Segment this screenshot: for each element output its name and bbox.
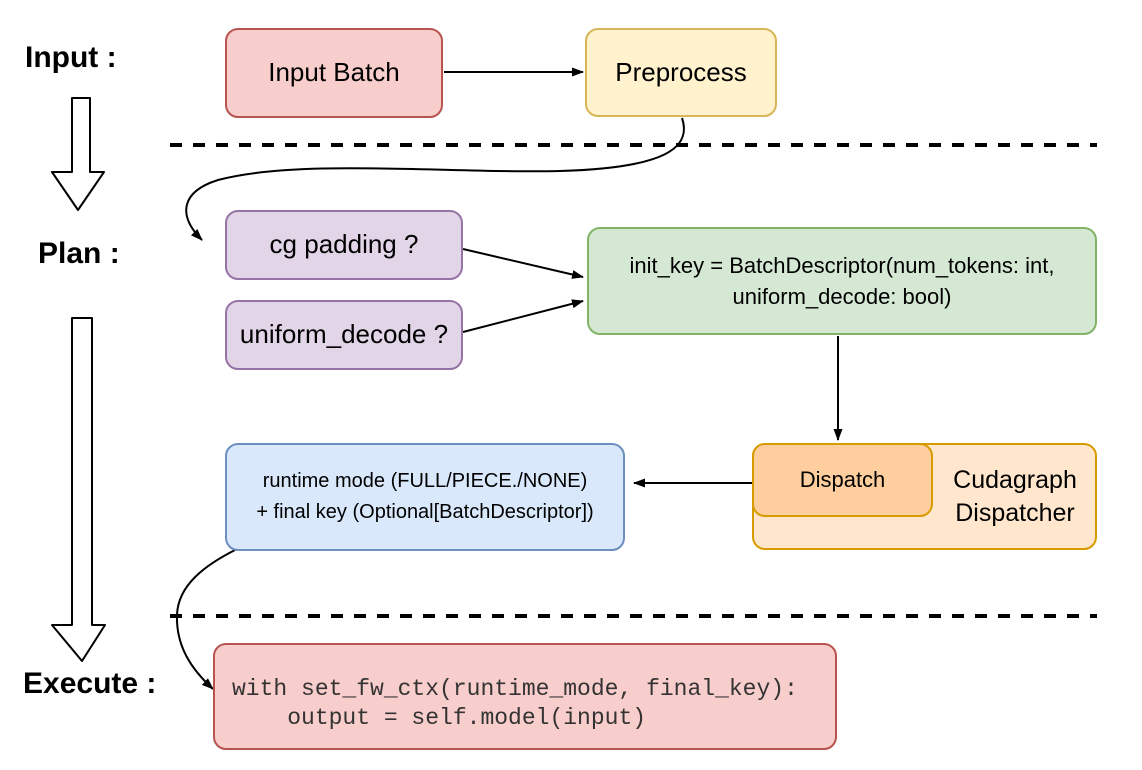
node-uniform-decode-label: uniform_decode ? (239, 319, 449, 350)
input-to-plan-block-arrow-icon (51, 97, 105, 211)
node-cudagraph-line1: Cudagraph (953, 465, 1077, 494)
node-cg-padding-label: cg padding ? (269, 229, 419, 260)
execute-code-line1: with set_fw_ctx(runtime_mode, final_key)… (232, 676, 798, 702)
node-input-batch: Input Batch (225, 28, 443, 118)
node-uniform-decode: uniform_decode ? (225, 300, 463, 370)
node-dispatch: Dispatch (752, 443, 933, 517)
plan-to-execute-block-arrow-icon (51, 317, 106, 662)
arrow-preprocess-to-cgpadding (185, 117, 685, 241)
node-cudagraph-line2: Dispatcher (955, 498, 1075, 527)
node-dispatch-label: Dispatch (799, 466, 886, 492)
lane-label-plan: Plan : (38, 237, 120, 270)
lane-label-input: Input : (25, 41, 117, 74)
node-cudagraph-dispatcher-label: Cudagraph Dispatcher (935, 445, 1095, 548)
node-init-key: init_key = BatchDescriptor(num_tokens: i… (587, 227, 1097, 335)
arrow-runtime-to-execute (175, 548, 238, 690)
node-cg-padding: cg padding ? (225, 210, 463, 280)
node-input-batch-label: Input Batch (268, 57, 400, 88)
arrow-cgpadding-to-initkey (462, 248, 584, 279)
node-preprocess: Preprocess (585, 28, 777, 117)
node-preprocess-label: Preprocess (615, 56, 747, 87)
node-init-key-line2: uniform_decode: bool) (732, 284, 952, 309)
node-runtime-result: runtime mode (FULL/PIECE./NONE) + final … (225, 443, 625, 551)
node-runtime-line2: + final key (Optional[BatchDescriptor]) (256, 501, 594, 523)
node-execute-code: with set_fw_ctx(runtime_mode, final_key)… (213, 643, 837, 750)
node-runtime-line1: runtime mode (FULL/PIECE./NONE) (262, 470, 588, 492)
arrow-uniformdecode-to-initkey (462, 299, 584, 333)
node-init-key-line1: init_key = BatchDescriptor(num_tokens: i… (629, 253, 1055, 278)
lane-label-execute: Execute : (23, 667, 157, 700)
execute-code-line2: output = self.model(input) (232, 705, 647, 731)
